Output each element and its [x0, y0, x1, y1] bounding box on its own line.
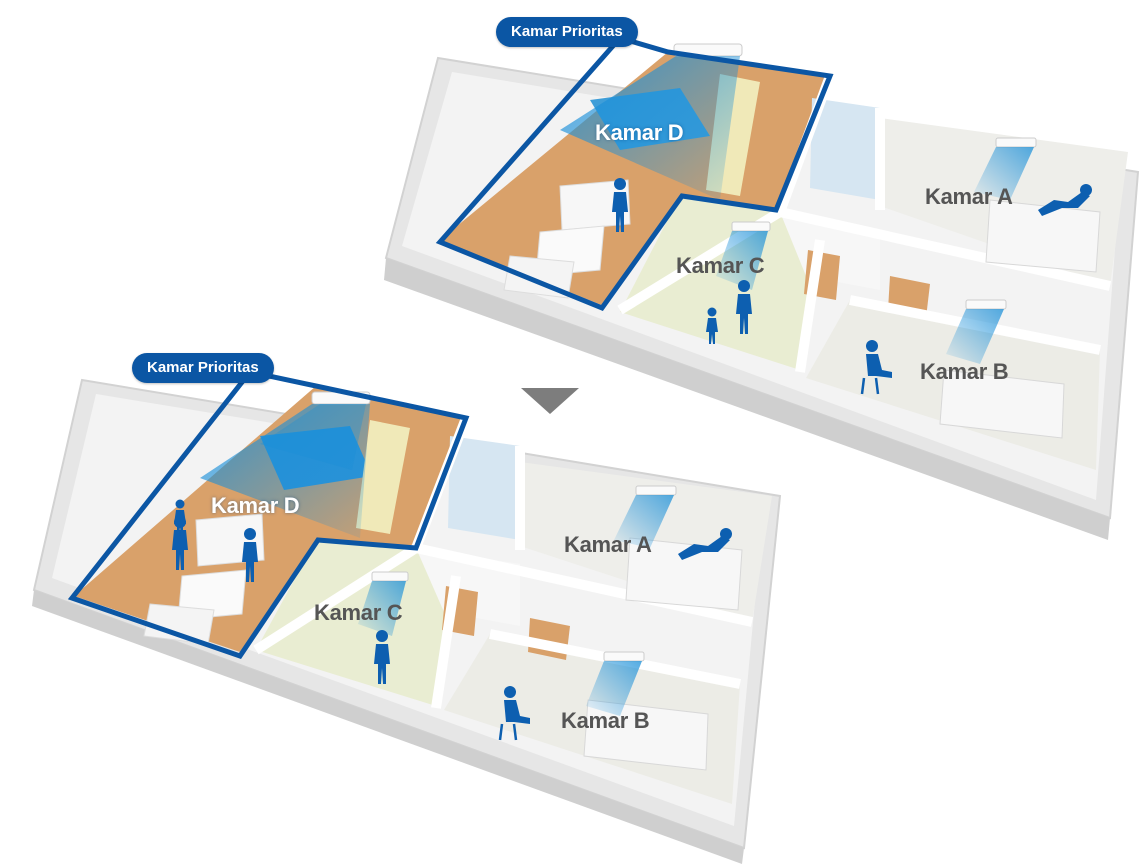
floor-plan-top — [384, 35, 1140, 540]
room-label-bottom-a: Kamar A — [564, 532, 652, 557]
priority-room-badge-bottom: Kamar Prioritas — [132, 353, 274, 383]
priority-room-badge-top: Kamar Prioritas — [496, 17, 638, 47]
floor-plan-bottom — [32, 369, 782, 864]
room-label-top-a: Kamar A — [925, 184, 1013, 209]
room-label-bottom-d: Kamar D — [211, 493, 300, 518]
room-label-bottom-c: Kamar C — [314, 600, 403, 625]
room-label-top-d: Kamar D — [595, 120, 684, 145]
room-label-top-b: Kamar B — [920, 359, 1009, 384]
triangle-down-arrow-icon — [521, 388, 579, 414]
room-label-top-c: Kamar C — [676, 253, 765, 278]
room-label-bottom-b: Kamar B — [561, 708, 650, 733]
